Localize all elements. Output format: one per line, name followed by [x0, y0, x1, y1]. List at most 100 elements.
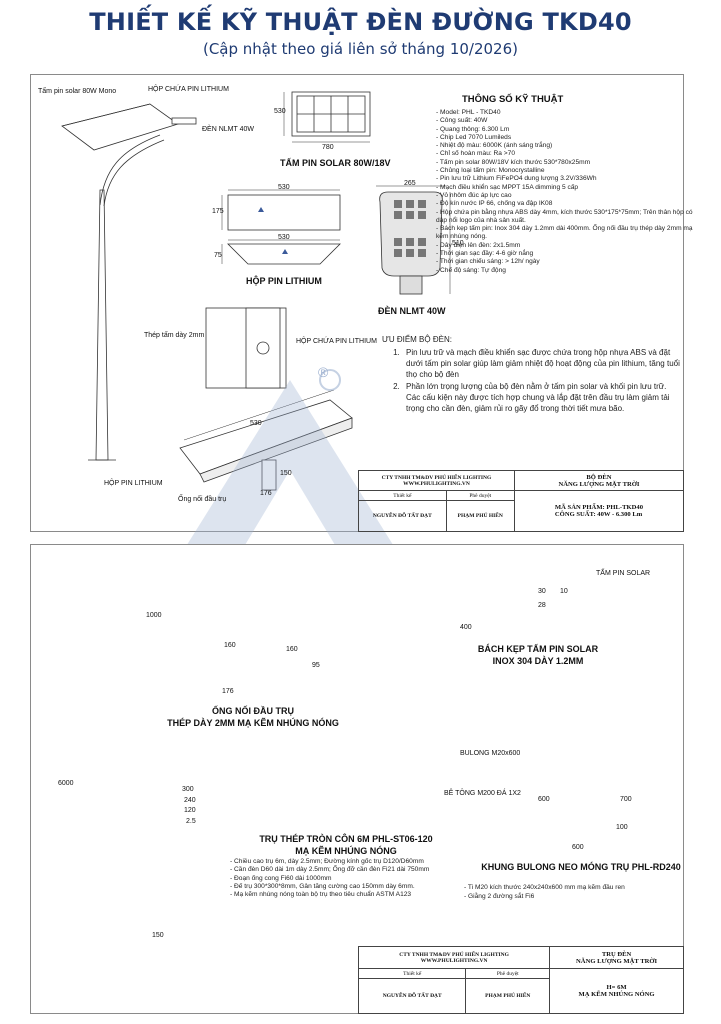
dim-arm: 1000	[146, 612, 162, 619]
label-solar-panel: Tấm pin solar 80W Mono	[38, 88, 117, 95]
approver-label-2: Phê duyệt	[465, 968, 551, 979]
company-name-2: CTY TNHH TM&DV PHÚ HIỂN LIGHTING	[399, 951, 509, 958]
caption-anchor: KHUNG BULONG NEO MÓNG TRỤ PHL-RD240	[481, 862, 681, 872]
dim-found-700: 700	[620, 796, 632, 803]
spec-block: THÔNG SỐ KỸ THUẬT - Model: PHL - TKD40- …	[436, 94, 694, 275]
dim-base-240: 240	[184, 797, 196, 804]
dim-joint-h: 150	[280, 470, 292, 477]
dim-clamp-len: 400	[460, 624, 472, 631]
spec-item: - Quang thông: 6.300 Lm	[436, 125, 510, 133]
pole-note-item: - Đoạn ống cong Fi60 dài 1000mm	[230, 874, 332, 882]
dim-batt-w2: 530	[278, 234, 290, 241]
spec-item: - Pin lưu trữ Lithium FiFePO4 dung lượng…	[436, 175, 597, 183]
spec-item: - Độ kín nước IP 66, chống va đập IK08	[436, 200, 553, 208]
caption-joint-2: THÉP DÀY 2MM MẠ KẼM NHÚNG NÓNG	[167, 718, 339, 728]
designer-label: Thiết kế	[358, 490, 447, 501]
designer-name: NGUYỄN ĐỖ TẤT ĐẠT	[358, 500, 447, 532]
anchor-notes: - Ti M20 kích thước 240x240x600 mm mạ kẽ…	[464, 884, 694, 901]
dim-lamp-w: 265	[404, 180, 416, 187]
anchor-note-item: - Giằng 2 đường sắt Fi6	[464, 892, 535, 900]
spec-item: - Chỉ số hoàn màu: Ra >70	[436, 150, 515, 158]
dim-base-25: 2.5	[186, 818, 196, 825]
dim-joint-c: 160	[286, 646, 298, 653]
company-website: WWW.PHULIGHTING.VN	[403, 480, 470, 487]
caption-clamp-1: BÁCH KẸP TẤM PIN SOLAR	[477, 644, 599, 654]
product-line-1: BỘ ĐÈN	[586, 473, 612, 481]
caption-pole-2: MẠ KẼM NHÚNG NÓNG	[295, 846, 397, 856]
advantage-item: Phần lớn trọng lượng của bộ đèn nằm ở tấ…	[402, 381, 682, 414]
company-name: CTY TNHH TM&DV PHÚ HIỂN LIGHTING	[381, 474, 492, 481]
spec-item: - Thời gian sạc đầy: 4-6 giờ nắng	[436, 250, 534, 258]
pole-note-item: - Mạ kẽm nhúng nóng toàn bộ trụ theo tiê…	[230, 891, 412, 899]
dim-base-h: 150	[152, 932, 164, 939]
dim-joint-b: 176	[222, 688, 234, 695]
drawing-sheet-2	[30, 544, 684, 1014]
dim-clamp-10: 10	[560, 588, 568, 595]
dim-found-600h: 600	[538, 796, 550, 803]
advantages-block: ƯU ĐIỂM BỘ ĐÈN: Pin lưu trữ và mạch điều…	[382, 334, 682, 415]
anchor-note-item: - Ti M20 kích thước 240x240x600 mm mạ kẽ…	[464, 884, 625, 891]
pole-drawing-top	[61, 103, 197, 461]
dim-batt-w1: 530	[278, 184, 290, 191]
caption-battery: HỘP PIN LITHIUM	[246, 276, 322, 286]
advantage-item: Pin lưu trữ và mạch điều khiển sạc được …	[402, 347, 682, 380]
label-battery-box-top: HỘP CHỨA PIN LITHIUM	[148, 86, 229, 93]
label-concrete: BÊ TÔNG M200 ĐÁ 1X2	[444, 790, 521, 797]
solar-panel-drawing	[283, 91, 371, 143]
spec-item: - Model: PHL - TKD40	[436, 109, 501, 116]
dim-joint-a: 160	[224, 642, 236, 649]
pole-height: H= 6M	[606, 984, 627, 991]
spec-item: - Tấm pin solar 80W/18V kích thước 530*7…	[436, 158, 591, 166]
dim-base-300: 300	[182, 786, 194, 793]
page-title: THIẾT KẾ KỸ THUẬT ĐÈN ĐƯỜNG TKD40	[89, 8, 632, 36]
product-line-2: NĂNG LƯỢNG MẶT TRỜI	[558, 480, 640, 488]
spec-item: - Nhiệt độ màu: 6000K (ánh sáng trắng)	[436, 142, 553, 150]
joint-assembly-drawing	[179, 307, 353, 491]
approver-name: PHẠM PHÚ HIỂN	[445, 500, 515, 532]
label-led-light: ĐÈN NLMT 40W	[202, 126, 254, 133]
designer-label-2: Thiết kế	[357, 968, 467, 979]
label-steel-plate: Thép tấm dày 2mm	[144, 332, 205, 339]
product-code: MÃ SẢN PHẨM: PHL-TKD40	[554, 504, 644, 511]
dim-found-100: 100	[616, 824, 628, 831]
dim-pole-h: 6000	[58, 780, 74, 787]
spec-item: - Bách kẹp tấm pin: Inox 304 dày 1.2mm d…	[436, 225, 693, 241]
spec-item: - Chủng loại tấm pin: Monocrystalline	[436, 167, 545, 175]
pole-note-item: - Chiều cao trụ 6m, dày 2.5mm; Đường kín…	[230, 858, 424, 865]
advantages-title: ƯU ĐIỂM BỘ ĐÈN:	[382, 335, 452, 344]
dim-batt-h2: 75	[214, 252, 222, 259]
drawing-sheet-1	[30, 74, 684, 532]
designer-name-2: NGUYỄN ĐỖ TẤT ĐẠT	[357, 978, 467, 1014]
dim-found-600w: 600	[572, 844, 584, 851]
approver-name-2: PHẠM PHÚ HIỂN	[465, 978, 551, 1014]
spec-item: - Công suất: 40W	[436, 117, 488, 125]
dim-panel-h: 530	[274, 108, 286, 115]
dim-joint-d: 95	[312, 662, 320, 669]
dim-joint-w: 176	[260, 490, 272, 497]
spec-item: - Chế độ sáng: Tự động	[436, 266, 506, 274]
spec-title: THÔNG SỐ KỸ THUẬT	[462, 94, 564, 105]
spec-item: - Dây điện lên đèn: 2x1.5mm	[436, 241, 521, 249]
pole-note-item: - Đế trụ 300*300*8mm, Gân tăng cường cao…	[230, 882, 415, 890]
battery-box-drawing	[221, 189, 341, 265]
caption-pole-1: TRỤ THÉP TRÒN CÔN 6M PHL-ST06-120	[259, 834, 433, 844]
spec-list: - Model: PHL - TKD40- Công suất: 40W- Qu…	[436, 109, 694, 275]
product-line-2-2: NĂNG LƯỢNG MẶT TRỜI	[576, 957, 658, 965]
label-bolt: BULONG M20x600	[460, 750, 521, 757]
label-panel-sheet2: TẤM PIN SOLAR	[596, 570, 651, 577]
spec-item: - Thời gian chiếu sáng: > 12h/ ngày	[436, 258, 540, 266]
pole-finish: MẠ KẼM NHÚNG NÓNG	[578, 991, 655, 998]
dim-base-120: 120	[184, 807, 196, 814]
pole-note-item: - Cần đèn D60 dài 1m dày 2.5mm; Ống đỡ c…	[230, 866, 430, 874]
company-website-2: WWW.PHULIGHTING.VN	[420, 957, 488, 964]
label-battery-box-mid: HỘP CHỨA PIN LITHIUM	[296, 338, 377, 345]
registered-mark: ®	[318, 364, 329, 380]
caption-panel: TẤM PIN SOLAR 80W/18V	[280, 158, 391, 168]
product-line-1-2: TRỤ ĐÈN	[601, 950, 632, 958]
label-battery-box-bottom: HỘP PIN LITHIUM	[104, 480, 163, 487]
lamp-drawing	[376, 185, 451, 295]
page-subtitle: (Cập nhật theo giá liên sở tháng 10/2026…	[202, 40, 518, 58]
dim-clamp-t: 30	[538, 588, 546, 595]
spec-item: - Hộp chứa pin bằng nhựa ABS dày 4mm, kí…	[436, 208, 693, 224]
